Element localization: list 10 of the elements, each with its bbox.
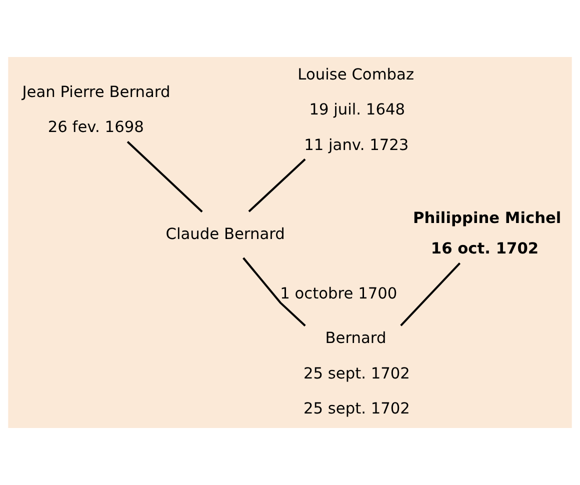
connector [400, 262, 461, 326]
node-text: Claude Bernard [166, 224, 285, 243]
node-text: Louise Combaz 19 juil. 1648 11 janv. 1723 [298, 66, 414, 154]
connector [242, 257, 306, 326]
connector [126, 140, 203, 212]
node-text: Bernard 25 sept. 1702 25 sept. 1702 [303, 329, 410, 418]
edge-label: 1 octobre 1700 [280, 284, 398, 302]
node-text: Jean Pierre Bernard 26 fev. 1698 [22, 83, 170, 136]
node-text: Philippine Michel 16 oct. 1702 [412, 208, 562, 258]
connector [248, 158, 306, 212]
